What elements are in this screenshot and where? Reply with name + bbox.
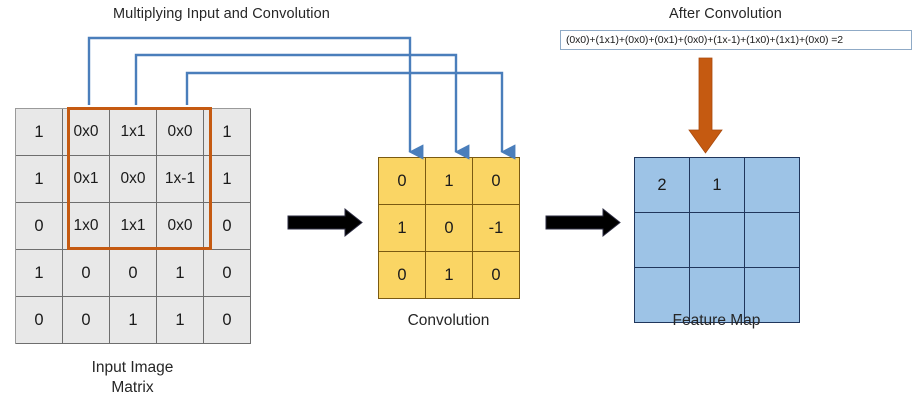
input-matrix-cell-0-3: 0x0 [157,109,204,156]
feature-map-cell-1-1 [690,213,745,268]
input-matrix-cell-0-4: 1 [204,109,251,156]
convolution-cell-1-1: 0 [426,205,473,252]
input-matrix-cell-1-2: 0x0 [110,156,157,203]
input-matrix-cell-3-1: 0 [63,250,110,297]
input-matrix-cell-0-2: 1x1 [110,109,157,156]
input-to-convolution-arrow [287,207,363,238]
convolution-cell-0-1: 1 [426,158,473,205]
input-matrix-cell-3-3: 1 [157,250,204,297]
input-matrix-cell-2-0: 0 [16,203,63,250]
input-matrix-cell-2-4: 0 [204,203,251,250]
input-matrix-cell-3-0: 1 [16,250,63,297]
feature-map-cell-1-0 [635,213,690,268]
input-matrix-cell-1-1: 0x1 [63,156,110,203]
input-matrix-cell-3-2: 0 [110,250,157,297]
convolution-cell-0-2: 0 [473,158,520,205]
input-matrix-cell-2-3: 0x0 [157,203,204,250]
input-matrix-cell-4-1: 0 [63,297,110,344]
feature-map-cell-0-1: 1 [690,158,745,213]
input-matrix-cell-1-0: 1 [16,156,63,203]
input-image-matrix-caption: Input Image Matrix [91,359,174,397]
convolution-cell-2-0: 0 [379,252,426,299]
feature-map-cell-0-0: 2 [635,158,690,213]
convolution-cell-2-2: 0 [473,252,520,299]
input-matrix-cell-1-3: 1x-1 [157,156,204,203]
input-matrix-cell-4-4: 0 [204,297,251,344]
input-matrix-cell-0-0: 1 [16,109,63,156]
input-matrix-cell-2-1: 1x0 [63,203,110,250]
feature-map-cell-2-1 [690,268,745,323]
feature-map-cell-1-2 [745,213,800,268]
input-matrix-cell-4-0: 0 [16,297,63,344]
feature-map-cell-2-0 [635,268,690,323]
heading-after-convolution: After Convolution [669,6,782,22]
convolution-cell-1-2: -1 [473,205,520,252]
feature-map-cell-0-2 [745,158,800,213]
input-matrix-cell-1-4: 1 [204,156,251,203]
input-matrix-cell-2-2: 1x1 [110,203,157,250]
convolution-cell-0-0: 0 [379,158,426,205]
convolution-cell-2-1: 1 [426,252,473,299]
convolution-to-feature-map-arrow [545,207,621,238]
input-matrix-cell-4-3: 1 [157,297,204,344]
input-matrix-cell-4-2: 1 [110,297,157,344]
heading-multiplying-input-and-convolution: Multiplying Input and Convolution [113,6,330,22]
convolution-cell-1-0: 1 [379,205,426,252]
feature-map-caption: Feature Map [672,312,761,329]
formula-to-feature-map-arrow [688,57,723,154]
convolution-caption: Convolution [407,312,490,329]
input-matrix-cell-0-1: 0x0 [63,109,110,156]
feature-map-cell-2-2 [745,268,800,323]
input-matrix-cell-3-4: 0 [204,250,251,297]
convolution-formula-box: (0x0)+(1x1)+(0x0)+(0x1)+(0x0)+(1x-1)+(1x… [560,30,912,50]
